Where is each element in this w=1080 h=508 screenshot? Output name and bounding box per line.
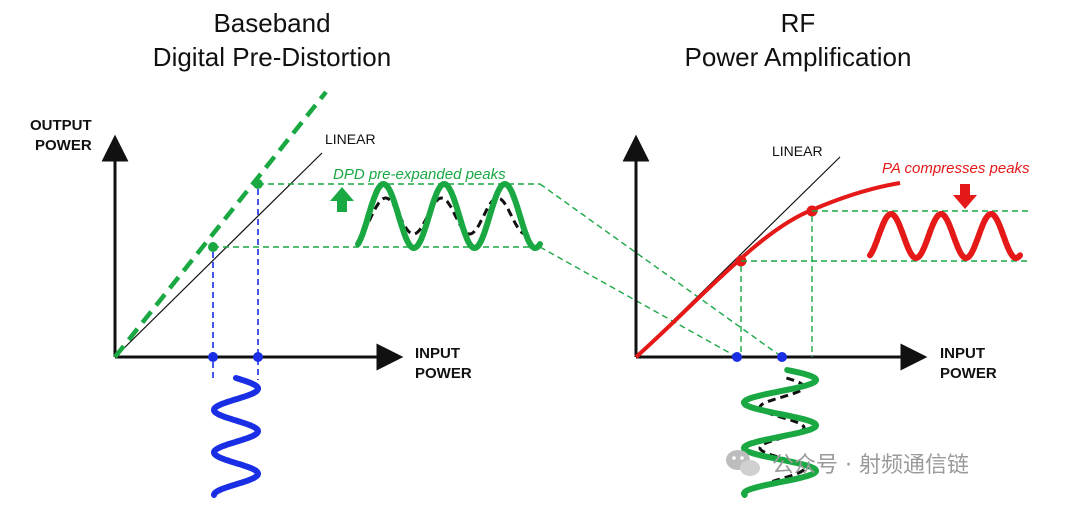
- right-x-axis-label-line1: INPUT: [940, 345, 985, 362]
- left-y-axis-label-line2: POWER: [35, 137, 92, 154]
- left-title-line1: Baseband: [213, 8, 330, 38]
- left-x-axis-label-line1: INPUT: [415, 345, 460, 362]
- left-input-point-high: [253, 352, 263, 362]
- right-title-line2: Power Amplification: [685, 42, 912, 72]
- right-linear-label: LINEAR: [772, 143, 823, 159]
- pa-output-waveform: [867, 210, 1023, 262]
- predistorted-waveform: [355, 180, 543, 252]
- left-linear-label: LINEAR: [325, 131, 376, 147]
- panel-connectors: [539, 183, 783, 358]
- right-x-axis-label-line2: POWER: [940, 365, 997, 382]
- left-y-axis-label-line1: OUTPUT: [30, 117, 92, 134]
- up-arrow-icon: [330, 187, 354, 212]
- original-signal-waveform: [360, 196, 532, 236]
- right-title-line1: RF: [781, 8, 816, 38]
- left-panel: Baseband Digital Pre-Distortion OUTPUT P…: [30, 8, 543, 498]
- connector-lower: [539, 246, 738, 358]
- pa-annotation: PA compresses peaks: [882, 160, 1030, 177]
- dpd-annotation: DPD pre-expanded peaks: [333, 166, 506, 183]
- pa-compression-curve: [634, 181, 901, 359]
- left-title-line2: Digital Pre-Distortion: [153, 42, 391, 72]
- down-arrow-icon: [953, 184, 977, 209]
- baseband-input-waveform: [210, 375, 262, 498]
- wechat-icon: [726, 450, 760, 476]
- right-input-point-low: [732, 352, 742, 362]
- left-linear-line: [114, 152, 323, 358]
- dpd-expansion-curve: [113, 90, 328, 359]
- right-panel: RF Power Amplification INPUT POWER LINEA…: [622, 8, 1030, 498]
- watermark-text: 公众号 · 射频通信链: [772, 453, 969, 478]
- watermark: 公众号 · 射频通信链: [726, 450, 969, 478]
- right-input-point-high: [777, 352, 787, 362]
- connector-upper: [539, 183, 783, 358]
- left-x-axis-label-line2: POWER: [415, 365, 472, 382]
- pa-input-waveform: [740, 367, 820, 498]
- left-input-point-low: [208, 352, 218, 362]
